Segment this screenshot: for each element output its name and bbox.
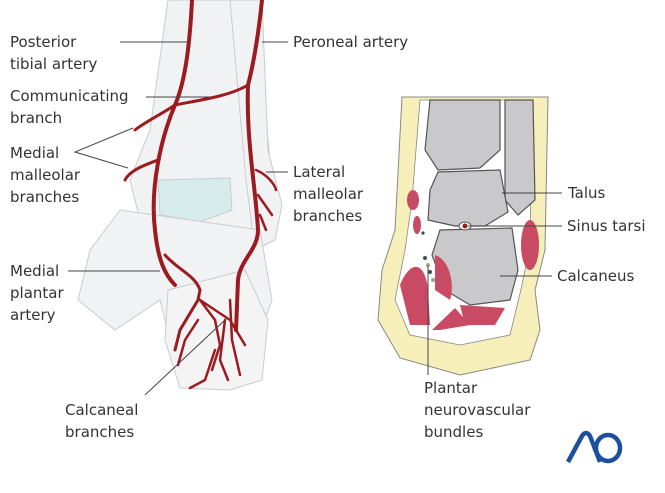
label-talus: Talus: [567, 184, 606, 202]
cross-section: [377, 96, 549, 376]
arteries: [123, 0, 278, 390]
leader-lines: [68, 41, 562, 396]
ao-logo: [566, 430, 623, 464]
label-sinus-tarsi: Sinus tarsi: [567, 217, 646, 235]
label-peroneal-artery: Peroneal artery: [293, 33, 408, 51]
label-calcaneus: Calcaneus: [557, 267, 635, 285]
